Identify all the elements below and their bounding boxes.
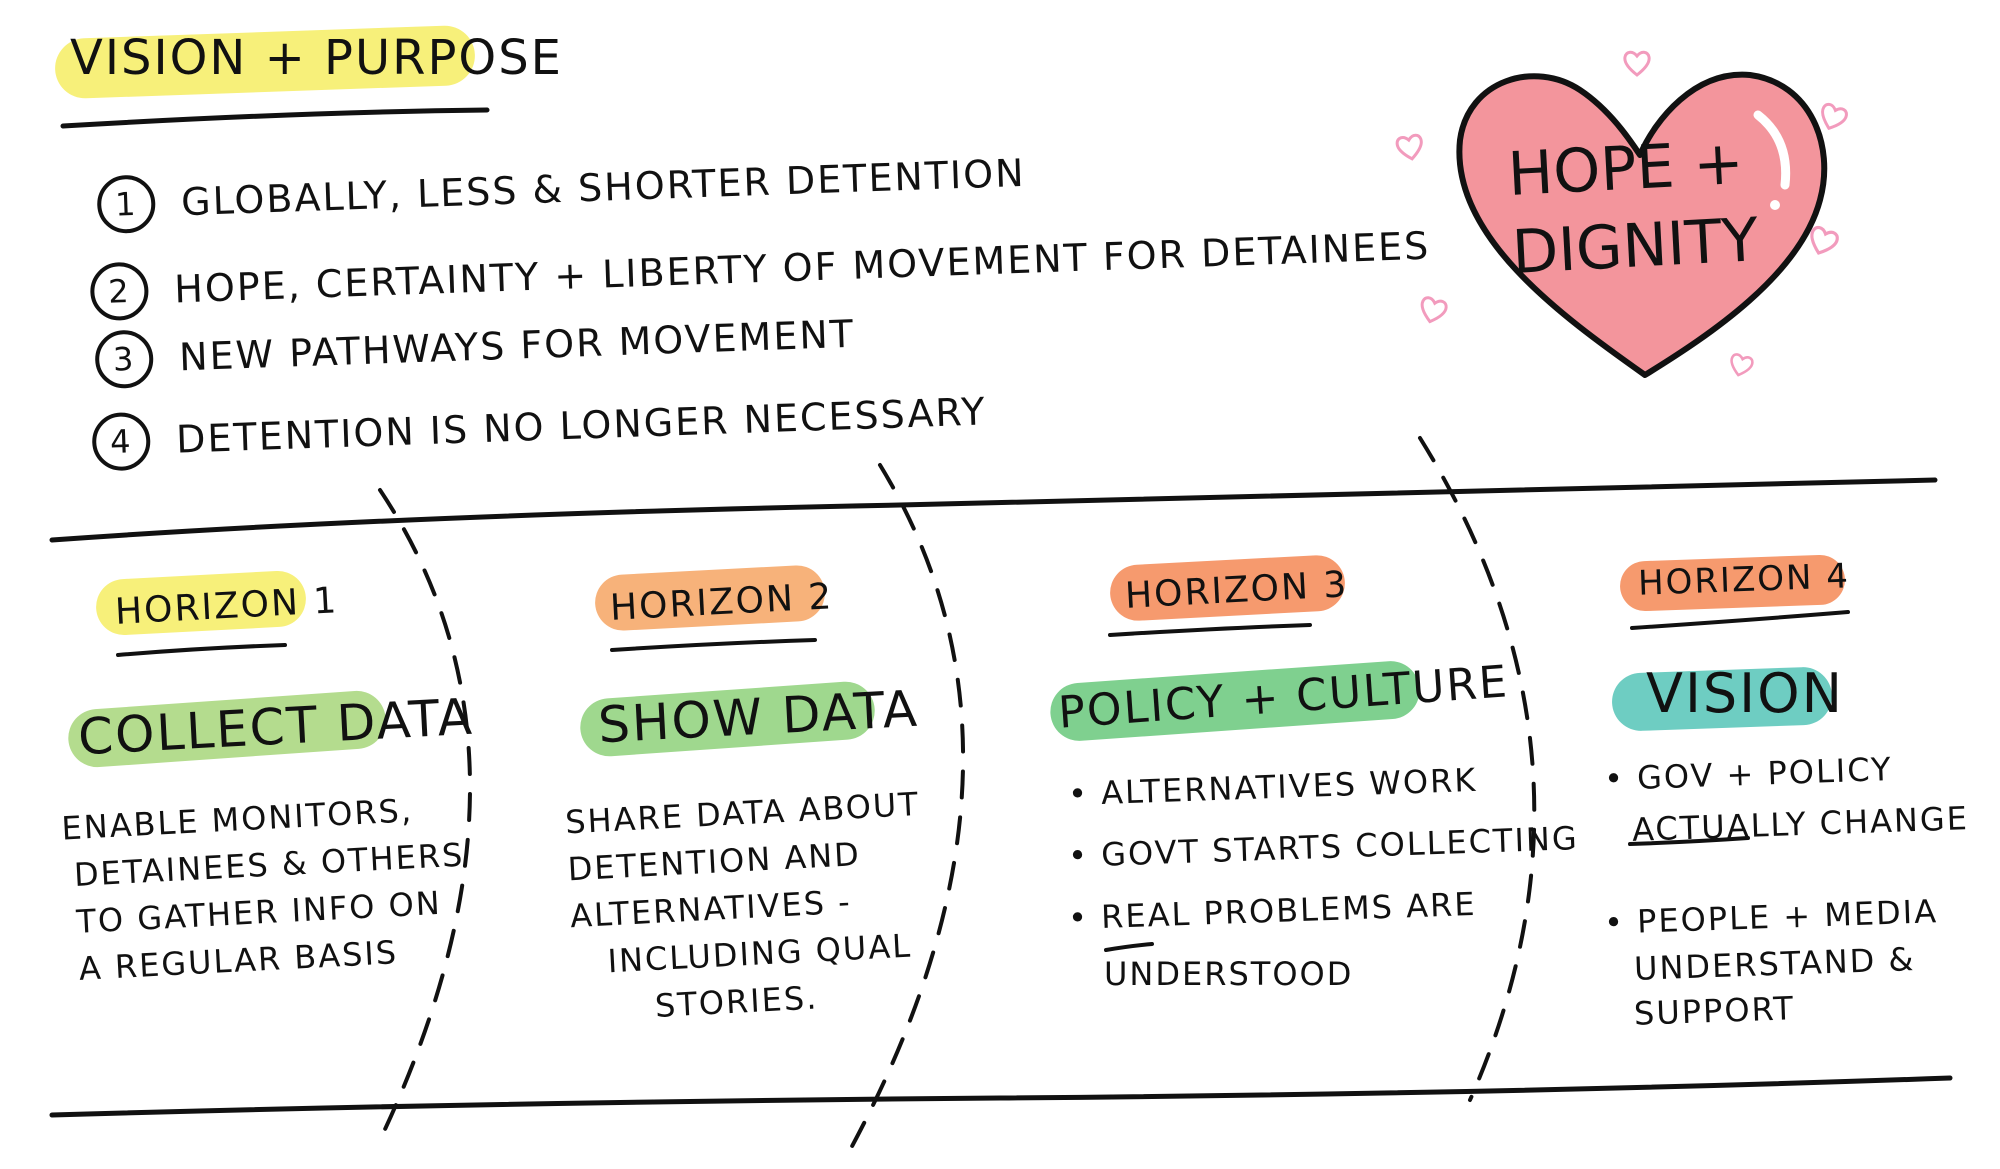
horizon4-heading: Vision — [1646, 662, 1844, 725]
heart-icon — [1456, 71, 1828, 378]
bottom-divider — [49, 1075, 1953, 1118]
heart-text-line-2: Dignity — [1510, 205, 1760, 288]
bullet-dot-icon: • — [1603, 758, 1638, 799]
heart-text-line-1: Hope + — [1506, 127, 1746, 211]
separator-2 — [848, 463, 966, 1152]
horizon2-description: Share data about detention and alternati… — [564, 781, 931, 1034]
separator-3 — [1418, 436, 1537, 1102]
bullet-dot-icon: • — [1067, 774, 1102, 814]
goal-number-2: 2 — [89, 261, 150, 322]
small-heart-icon — [1623, 50, 1651, 77]
title-underline — [60, 107, 490, 129]
small-heart-icon — [1821, 102, 1848, 131]
goal-number-1: 1 — [96, 174, 157, 235]
horizon3-bullet-3-cont: understood — [1104, 955, 1354, 993]
bullet-dot-icon: • — [1603, 902, 1638, 942]
bullet-dot-icon: • — [1067, 897, 1102, 938]
small-heart-icon — [1810, 225, 1839, 255]
horizon4-bullet-2-cont-2: support — [1633, 989, 1796, 1033]
goal-number-4: 4 — [91, 411, 152, 472]
small-heart-icon — [1420, 296, 1448, 324]
heart-text: Hope + Dignity — [1506, 124, 1760, 292]
page-title: Vision + Purpose — [70, 30, 563, 86]
horizon1-description: Enable monitors, detainees & others to g… — [60, 785, 470, 994]
small-heart-icon — [1395, 133, 1423, 161]
horizon4-label: Horizon 4 — [1637, 556, 1851, 604]
bullet-dot-icon: • — [1067, 835, 1102, 875]
top-divider — [49, 477, 1938, 543]
goal-number-3: 3 — [94, 329, 155, 390]
small-heart-icon — [1730, 353, 1754, 377]
separator-1 — [378, 488, 472, 1142]
